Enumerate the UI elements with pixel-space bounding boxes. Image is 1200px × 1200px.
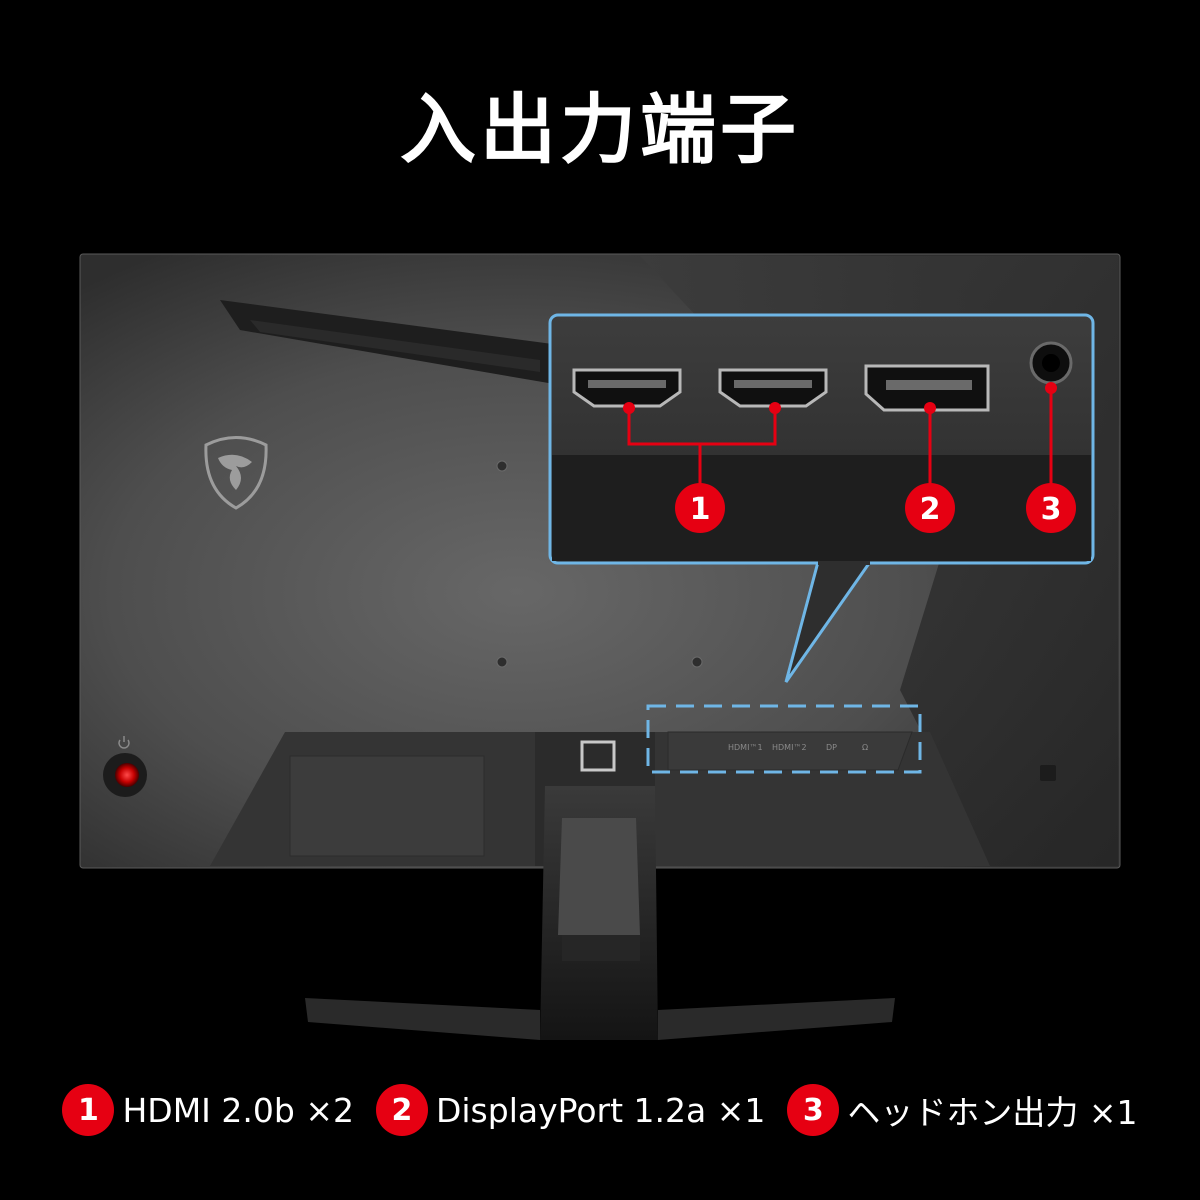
- port-label-dp: DP: [826, 743, 837, 752]
- callout-badge-1: 1: [675, 483, 725, 533]
- svg-text:3: 3: [1041, 492, 1062, 527]
- svg-text:1: 1: [690, 492, 711, 527]
- legend-item-hdmi: 1 HDMI 2.0b ×2: [62, 1084, 354, 1136]
- page-title: 入出力端子: [400, 85, 800, 174]
- headphone-jack-icon: [1029, 341, 1073, 385]
- port-zoom-callout: 1 2 3: [548, 313, 1095, 683]
- monitor-stand: [305, 740, 895, 1040]
- legend-item-headphone: 3 ヘッドホン出力 ×1: [787, 1084, 1138, 1136]
- legend-label: DisplayPort 1.2a ×1: [435, 1090, 766, 1130]
- hdmi-port-2: [718, 368, 828, 408]
- port-label-headphone: Ω: [862, 743, 868, 752]
- port-legend: 1 HDMI 2.0b ×2 2 DisplayPort 1.2a ×1 3 ヘ…: [0, 1082, 1200, 1138]
- legend-badge: 2: [375, 1084, 428, 1136]
- legend-badge: 1: [62, 1084, 115, 1136]
- legend-item-displayport: 2 DisplayPort 1.2a ×1: [375, 1084, 766, 1136]
- legend-label: HDMI 2.0b ×2: [122, 1090, 354, 1130]
- legend-label: ヘッドホン出力 ×1: [847, 1093, 1138, 1132]
- hdmi-port-1: [572, 368, 682, 408]
- callout-leader-lines: [627, 388, 1053, 484]
- power-icon: [103, 736, 147, 797]
- displayport-port: [864, 364, 990, 412]
- callout-badge-3: 3: [1026, 483, 1076, 533]
- callout-badge-2: 2: [905, 483, 955, 533]
- svg-text:2: 2: [920, 492, 941, 527]
- port-label-hdmi1: HDMI™1: [728, 743, 763, 752]
- port-label-hdmi2: HDMI™2: [772, 743, 807, 752]
- msi-dragon-shield-logo: [204, 436, 268, 510]
- legend-badge: 3: [787, 1084, 840, 1136]
